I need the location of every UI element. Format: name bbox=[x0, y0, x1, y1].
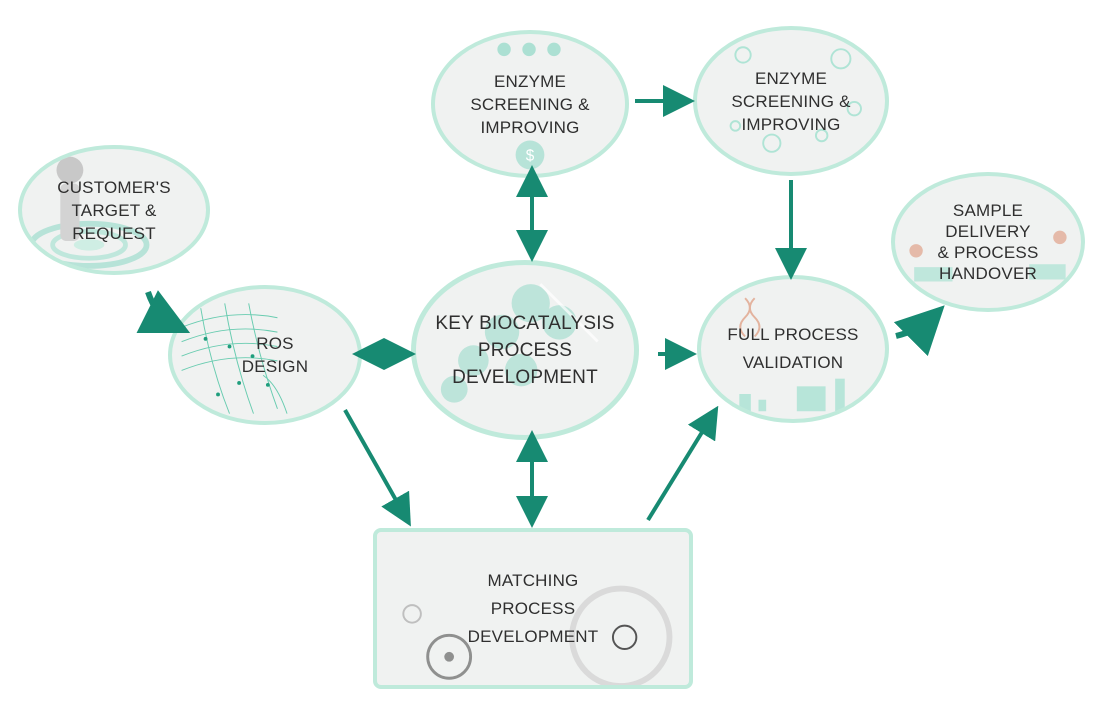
sample-delivery-node: SAMPLE DELIVERY & PROCESS HANDOVER bbox=[891, 172, 1085, 312]
lab-equipment-illustration bbox=[739, 297, 845, 412]
bubbles-illustration bbox=[729, 46, 862, 153]
arrow-ros-to-matching bbox=[343, 409, 411, 527]
validation-label: FULL PROCESS VALIDATION bbox=[727, 325, 859, 372]
enzyme-2-label: ENZYME SCREENING & IMPROVING bbox=[731, 68, 851, 134]
puzzle-people-illustration bbox=[909, 230, 1067, 282]
customers-target-request-node: CUSTOMER'S TARGET & REQUEST bbox=[18, 145, 210, 275]
enzyme-1-label: ENZYME SCREENING & IMPROVING bbox=[470, 71, 590, 137]
arrow-customer-to-ros bbox=[136, 290, 191, 334]
enzyme-screening-node-1: $ ENZYME SCREENING & IMPROVING bbox=[431, 30, 629, 178]
network-mesh-illustration bbox=[181, 303, 288, 414]
customer-label: CUSTOMER'S TARGET & REQUEST bbox=[57, 177, 171, 243]
ros-design-node: ROS DESIGN bbox=[168, 285, 362, 425]
full-process-validation-node: FULL PROCESS VALIDATION bbox=[697, 275, 889, 423]
molecule-illustration bbox=[440, 283, 599, 403]
enzyme-screening-node-2: ENZYME SCREENING & IMPROVING bbox=[693, 26, 889, 176]
coins-illustration: $ bbox=[497, 42, 561, 170]
svg-text:$: $ bbox=[526, 148, 535, 165]
target-figure-illustration bbox=[28, 156, 150, 269]
arrow-validation-to-sample bbox=[893, 305, 945, 357]
key-label: KEY BIOCATALYSIS PROCESS DEVELOPMENT bbox=[435, 312, 615, 388]
matching-process-development-node: MATCHING PROCESS DEVELOPMENT bbox=[373, 528, 693, 689]
sample-label: SAMPLE DELIVERY & PROCESS HANDOVER bbox=[937, 201, 1039, 283]
key-biocatalysis-node: KEY BIOCATALYSIS PROCESS DEVELOPMENT bbox=[411, 260, 639, 440]
arrow-matching-to-validation bbox=[646, 405, 719, 522]
gears-illustration bbox=[402, 585, 673, 685]
matching-label: MATCHING PROCESS DEVELOPMENT bbox=[467, 570, 599, 646]
ros-label: ROS DESIGN bbox=[241, 334, 309, 376]
